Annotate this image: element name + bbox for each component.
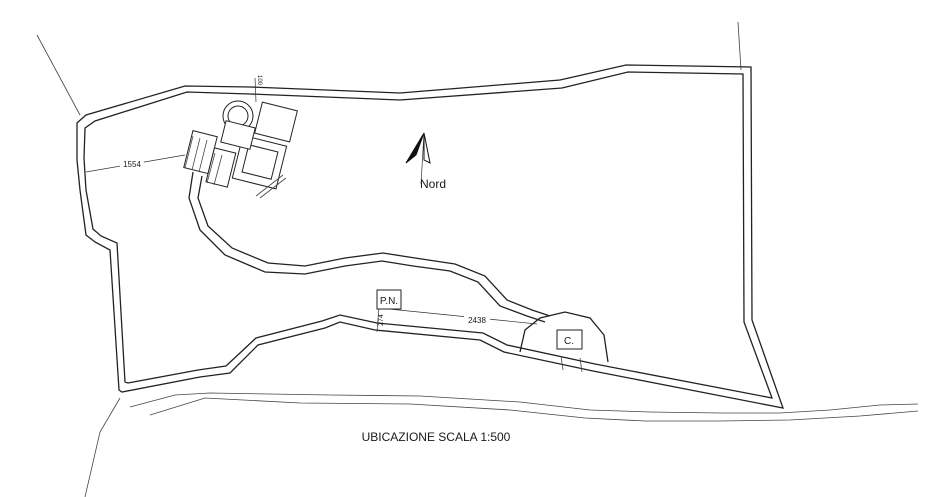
c-marker-box bbox=[556, 329, 583, 350]
dimension-2438-label: 2438 bbox=[468, 316, 486, 325]
pn-marker-box bbox=[376, 289, 402, 310]
dimension-1554-label: 1554 bbox=[123, 160, 141, 169]
north-label: Nord bbox=[420, 177, 446, 191]
round-plot bbox=[519, 311, 609, 373]
dimension-100-label: 100 bbox=[256, 75, 262, 86]
boundary-wall bbox=[76, 64, 784, 409]
dimension-274-label: 274 bbox=[378, 314, 385, 326]
building-cluster bbox=[183, 77, 298, 199]
dim-1554-bg bbox=[120, 159, 144, 169]
scale-caption: UBICAZIONE SCALA 1:500 bbox=[362, 430, 511, 444]
dimension-lines bbox=[85, 154, 538, 333]
north-arrow-icon bbox=[405, 132, 431, 185]
dim-2438-bg bbox=[464, 315, 490, 325]
pn-label: P.N. bbox=[380, 296, 398, 307]
c-label: C. bbox=[564, 336, 574, 347]
internal-road bbox=[188, 171, 551, 323]
context-lines bbox=[36, 21, 919, 497]
